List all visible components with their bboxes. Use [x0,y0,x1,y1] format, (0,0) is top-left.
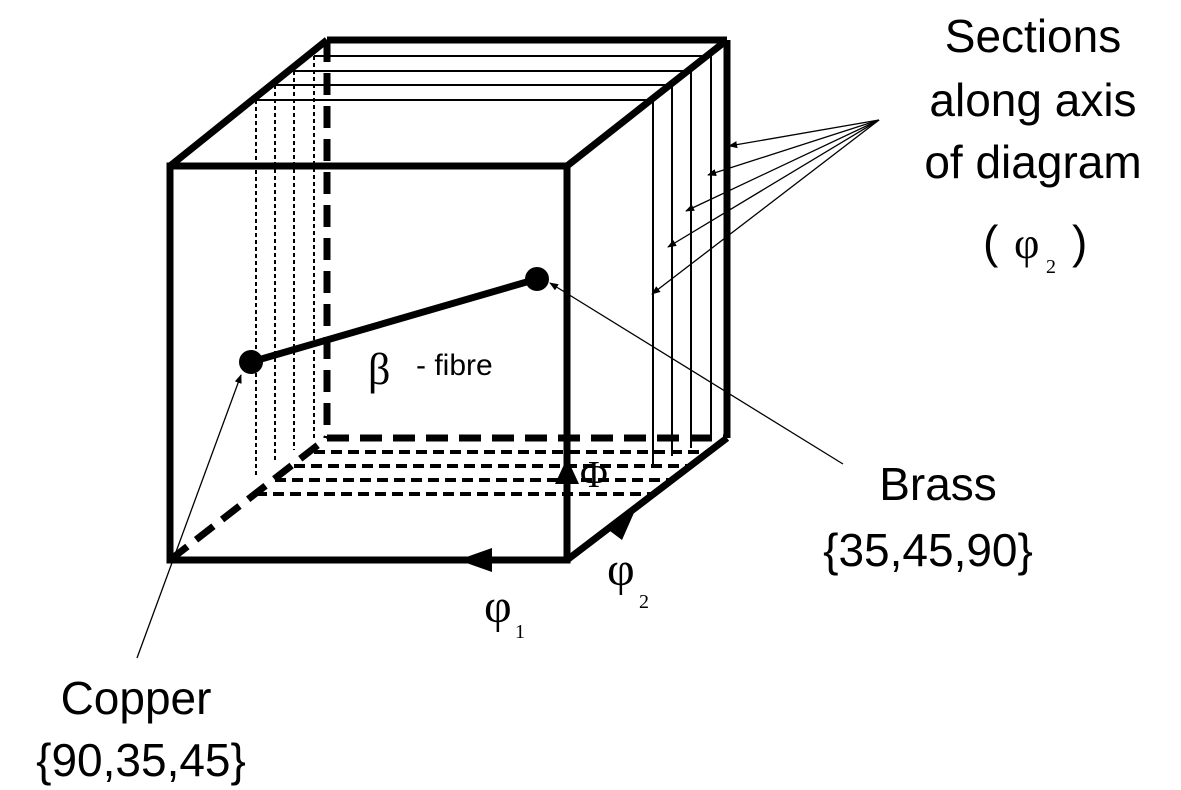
sections-label-line-3: of diagram [924,136,1141,188]
axis-arrowheads [458,458,637,572]
beta-fibre [239,267,549,374]
phi1-subscript: 1 [515,621,525,643]
section-plane-3 [275,84,673,456]
beta-fibre-label: - fibre [416,349,493,382]
section-hidden-verticals [255,56,315,476]
leader-lines [136,119,880,659]
section-plane-4 [256,99,654,465]
text-labels: Sections along axis of diagram ( φ 2 ) β… [36,10,1142,786]
brass-leader-line [549,282,844,465]
cube-bottom-right-edge [564,435,730,563]
section-planes [256,55,712,465]
copper-label: Copper [61,672,212,724]
sections-label-line-1: Sections [945,10,1121,62]
section-hidden-floor-lines [256,450,711,496]
sections-phi2-subscript: 2 [1046,256,1056,278]
cube-top-left-edge [167,37,330,169]
brass-angles: {35,45,90} [823,524,1033,576]
section-leader-line-1 [728,119,880,149]
cube-hidden-edges [167,40,727,563]
copper-angles: {90,35,45} [36,734,246,786]
cube-visible-edges [166,36,731,564]
Phi-arrowhead [555,458,579,484]
phi1-arrowhead [458,548,492,572]
cube-front-face [166,162,571,564]
phi2-subscript: 2 [639,591,649,613]
phi2-arrowhead [606,506,637,540]
beta-fibre-line [250,275,538,366]
beta-symbol: β [368,345,390,394]
section-leader-line-4 [667,119,880,248]
sections-close-paren: ) [1072,216,1087,268]
cube-hidden-edge-diagonal [167,435,330,563]
section-plane-2 [294,70,692,448]
phi1-symbol: φ [484,580,512,633]
section-leader-line-5 [651,119,880,295]
brass-point [525,267,549,291]
copper-point [239,350,263,374]
phi2-symbol: φ [607,543,635,596]
brass-label: Brass [879,458,997,510]
Phi-symbol: Φ [580,454,608,496]
sections-open-paren: ( [983,216,999,268]
section-leader-line-2 [707,119,880,176]
sections-phi2-symbol: φ [1014,219,1039,268]
section-leader-line-3 [685,119,880,212]
sections-label-line-2: along axis [929,74,1136,126]
cube-top-right-edge [564,37,730,169]
copper-leader-line [136,374,242,659]
